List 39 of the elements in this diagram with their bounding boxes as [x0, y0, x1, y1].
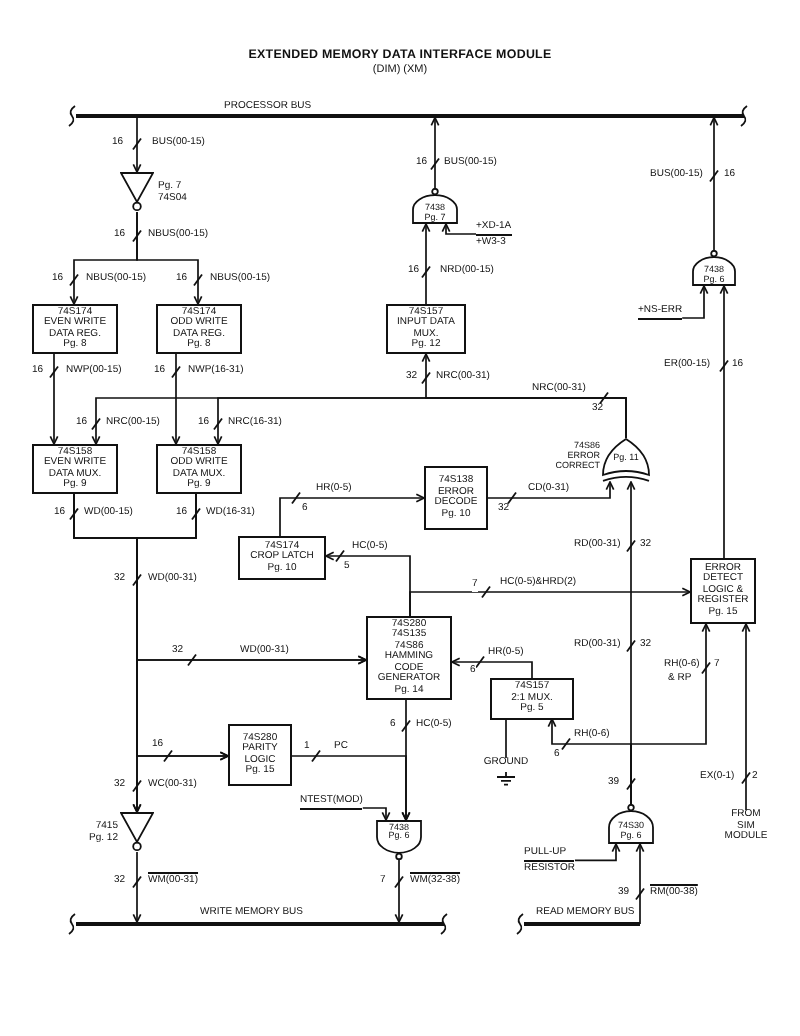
signal-line: [547, 718, 632, 805]
logic-block-box: [366, 616, 452, 700]
logic-block-box: [238, 536, 326, 580]
logic-block-box: [32, 444, 118, 494]
signal-line: [635, 843, 645, 925]
signal-line: [136, 493, 229, 761]
logic-block-box: [156, 304, 242, 354]
signal-line: [681, 285, 709, 319]
logic-block-box: [32, 304, 118, 354]
signal-line: [279, 493, 425, 537]
signal-line: [132, 851, 142, 923]
signal-line: [709, 116, 719, 251]
signal-line: [487, 481, 615, 499]
logic-block-box: [228, 724, 292, 786]
logic-block-box: [490, 678, 574, 719]
logic-block-box: [424, 466, 488, 530]
signal-line: [291, 755, 411, 821]
signal-line: [430, 116, 440, 189]
signal-line: [171, 353, 181, 445]
signal-line: [409, 587, 691, 617]
logic-block-box: [690, 558, 756, 624]
signal-line: [574, 843, 621, 862]
signal-line: [49, 353, 59, 445]
logic-block-box: [156, 444, 242, 494]
signal-line: [394, 859, 404, 923]
signal-line: [719, 285, 729, 559]
signal-line: [741, 623, 751, 811]
signal-line: [451, 657, 533, 679]
signal-line: [361, 807, 391, 821]
signal-line: [441, 223, 477, 235]
signal-line: [213, 397, 627, 445]
signal-line: [136, 211, 203, 305]
signal-line: [132, 116, 142, 173]
signal-line: [421, 223, 431, 305]
bus-line: [76, 114, 744, 118]
bus-line: [76, 922, 444, 926]
bus-line: [524, 922, 640, 926]
logic-block-box: [386, 304, 466, 354]
signal-line: [505, 718, 507, 759]
